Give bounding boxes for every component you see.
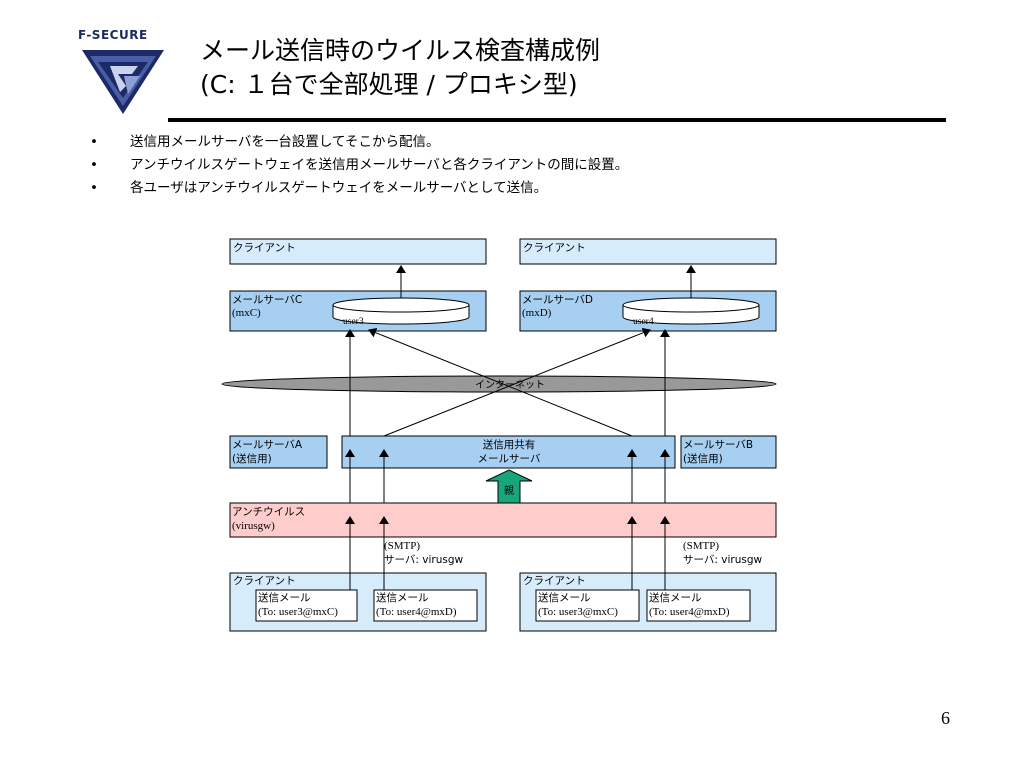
sent-mail-recipient: (To: user3@mxC) bbox=[258, 606, 338, 618]
bullet-item: • 各ユーザはアンチウイルスゲートウェイをメールサーバとして送信。 bbox=[90, 177, 628, 200]
mail-server-a-box bbox=[229, 435, 328, 469]
mail-server-c-title: メールサーバC bbox=[232, 294, 302, 306]
logo-wordmark: F-SECURE bbox=[78, 28, 148, 42]
smtp-right-server: サーバ: virusgw bbox=[683, 554, 763, 566]
sent-mail-title: 送信メール bbox=[376, 591, 429, 604]
sent-mail-title: 送信メール bbox=[538, 591, 591, 604]
parent-arrow bbox=[485, 469, 533, 504]
mail-server-c-host: (mxC) bbox=[232, 307, 261, 319]
f-secure-logo: F-SECURE bbox=[78, 28, 170, 118]
mailbox-user3-cylinder bbox=[332, 297, 470, 325]
sent-mail-box bbox=[535, 589, 640, 622]
bullet-item: • 送信用メールサーバを一台設置してそこから配信。 bbox=[90, 131, 628, 154]
mail-server-d-host: (mxD) bbox=[522, 307, 552, 319]
mail-server-b-role: (送信用) bbox=[683, 452, 723, 465]
parent-arrow-label: 親 bbox=[504, 484, 514, 497]
arrow-shared-to-user4-a bbox=[383, 327, 651, 437]
client-bottom-right-label: クライアント bbox=[523, 575, 586, 587]
client-top-right-box bbox=[519, 238, 777, 265]
client-bottom-left-label: クライアント bbox=[233, 575, 296, 587]
antivirus-gateway-host: (virusgw) bbox=[232, 520, 275, 532]
smtp-right-protocol: (SMTP) bbox=[683, 540, 719, 552]
mailbox-user4-label: user4 bbox=[633, 317, 654, 327]
client-top-left-box bbox=[229, 238, 487, 265]
bullet-text: 送信用メールサーバを一台設置してそこから配信。 bbox=[130, 134, 440, 150]
smtp-left-server: サーバ: virusgw bbox=[384, 554, 464, 566]
sent-mail-box bbox=[373, 589, 478, 622]
sent-mail-box bbox=[255, 589, 358, 622]
bullet-dot: • bbox=[90, 157, 98, 173]
mail-server-a-role: (送信用) bbox=[232, 452, 272, 465]
mail-server-a-title: メールサーバA bbox=[232, 439, 303, 451]
sent-mail-recipient: (To: user3@mxC) bbox=[538, 606, 618, 618]
antivirus-gateway-box bbox=[229, 502, 777, 538]
antivirus-gateway-title: アンチウイルス bbox=[232, 506, 305, 518]
smtp-left-protocol: (SMTP) bbox=[384, 540, 420, 552]
bullet-dot: • bbox=[90, 180, 98, 196]
sent-mail-recipient: (To: user4@mxD) bbox=[376, 606, 457, 618]
sent-mail-title: 送信メール bbox=[258, 591, 311, 604]
mail-server-b-title: メールサーバB bbox=[683, 439, 753, 451]
client-top-right-label: クライアント bbox=[523, 242, 586, 254]
arrow-shared-to-user3-b bbox=[368, 327, 633, 437]
shared-mail-server-line1: 送信用共有 bbox=[483, 438, 536, 451]
mail-server-b-box bbox=[680, 435, 777, 469]
bullet-text: 各ユーザはアンチウイルスゲートウェイをメールサーバとして送信。 bbox=[130, 180, 548, 196]
mail-server-d-title: メールサーバD bbox=[522, 294, 593, 306]
slide-title: メール送信時のウイルス検査構成例 (C: １台で全部処理 / プロキシ型) bbox=[200, 34, 600, 102]
client-top-left-label: クライアント bbox=[233, 242, 296, 254]
slide-title-line2: (C: １台で全部処理 / プロキシ型) bbox=[200, 70, 578, 99]
shared-mail-server-box bbox=[341, 435, 676, 469]
bullet-item: • アンチウイルスゲートウェイを送信用メールサーバと各クライアントの間に設置。 bbox=[90, 154, 628, 177]
f-secure-shield-icon bbox=[82, 50, 164, 114]
title-divider bbox=[168, 118, 946, 122]
sent-mail-title: 送信メール bbox=[649, 591, 702, 604]
sent-mail-recipient: (To: user4@mxD) bbox=[649, 606, 730, 618]
bullet-list: • 送信用メールサーバを一台設置してそこから配信。 • アンチウイルスゲートウェイを… bbox=[90, 131, 628, 200]
bullet-text: アンチウイルスゲートウェイを送信用メールサーバと各クライアントの間に設置。 bbox=[130, 157, 629, 173]
shared-mail-server-line2: メールサーバ bbox=[478, 453, 541, 465]
mailbox-user3-label: user3 bbox=[343, 317, 364, 327]
slide-title-line1: メール送信時のウイルス検査構成例 bbox=[200, 36, 601, 65]
internet-cloud bbox=[221, 375, 777, 393]
internet-label: インターネット bbox=[475, 379, 545, 391]
sent-mail-box bbox=[646, 589, 751, 622]
mailbox-user4-cylinder bbox=[622, 297, 760, 325]
page-number: 6 bbox=[941, 708, 950, 728]
bullet-dot: • bbox=[90, 134, 98, 150]
